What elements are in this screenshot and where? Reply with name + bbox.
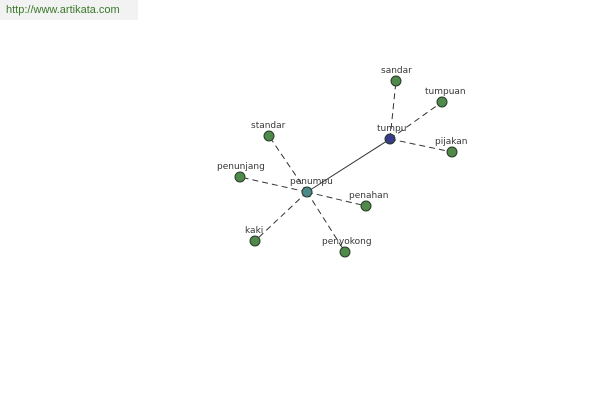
- node-marker-kaki[interactable]: [249, 235, 261, 247]
- node-sandar[interactable]: sandar: [381, 66, 412, 87]
- edges-layer: [239, 80, 453, 253]
- node-label-standar: standar: [251, 121, 286, 131]
- edge-penumpu-penyokong: [306, 191, 346, 253]
- edge-tumpu-pijakan: [389, 138, 453, 153]
- node-penyokong[interactable]: penyokong: [322, 237, 372, 258]
- edge-penumpu-standar: [268, 135, 308, 193]
- node-marker-penunjang[interactable]: [234, 171, 246, 183]
- node-tumpu[interactable]: tumpu: [377, 124, 406, 145]
- node-label-tumpuan: tumpuan: [425, 87, 466, 97]
- edge-penumpu-tumpu: [306, 138, 391, 193]
- edge-penumpu-penunjang: [239, 176, 308, 193]
- node-label-penunjang: penunjang: [217, 162, 265, 172]
- node-standar[interactable]: standar: [251, 121, 286, 142]
- node-label-sandar: sandar: [381, 66, 412, 76]
- edge-tumpu-tumpuan: [389, 101, 443, 140]
- node-label-penyokong: penyokong: [322, 237, 372, 247]
- source-url[interactable]: http://www.artikata.com: [0, 0, 138, 20]
- node-label-penumpu: penumpu: [290, 177, 333, 187]
- node-marker-penahan[interactable]: [360, 200, 372, 212]
- node-tumpuan[interactable]: tumpuan: [425, 87, 466, 108]
- node-label-pijakan: pijakan: [435, 137, 468, 147]
- node-marker-sandar[interactable]: [390, 75, 402, 87]
- node-marker-penumpu[interactable]: [301, 186, 313, 198]
- node-marker-tumpuan[interactable]: [436, 96, 448, 108]
- edge-penumpu-kaki: [254, 191, 308, 242]
- node-marker-standar[interactable]: [263, 130, 275, 142]
- nodes-layer: penumpu tumpu sandar tumpuan pijakan standar p…: [217, 66, 468, 258]
- node-label-kaki: kaki: [245, 226, 263, 236]
- node-penahan[interactable]: penahan: [349, 191, 388, 212]
- node-label-tumpu: tumpu: [377, 124, 406, 134]
- node-marker-pijakan[interactable]: [446, 146, 458, 158]
- edge-penumpu-penahan: [306, 191, 367, 207]
- node-label-penahan: penahan: [349, 191, 388, 201]
- node-pijakan[interactable]: pijakan: [435, 137, 468, 158]
- node-penunjang[interactable]: penunjang: [217, 162, 265, 183]
- node-marker-penyokong[interactable]: [339, 246, 351, 258]
- node-penumpu[interactable]: penumpu: [290, 177, 333, 198]
- node-kaki[interactable]: kaki: [245, 226, 263, 247]
- node-marker-tumpu[interactable]: [384, 133, 396, 145]
